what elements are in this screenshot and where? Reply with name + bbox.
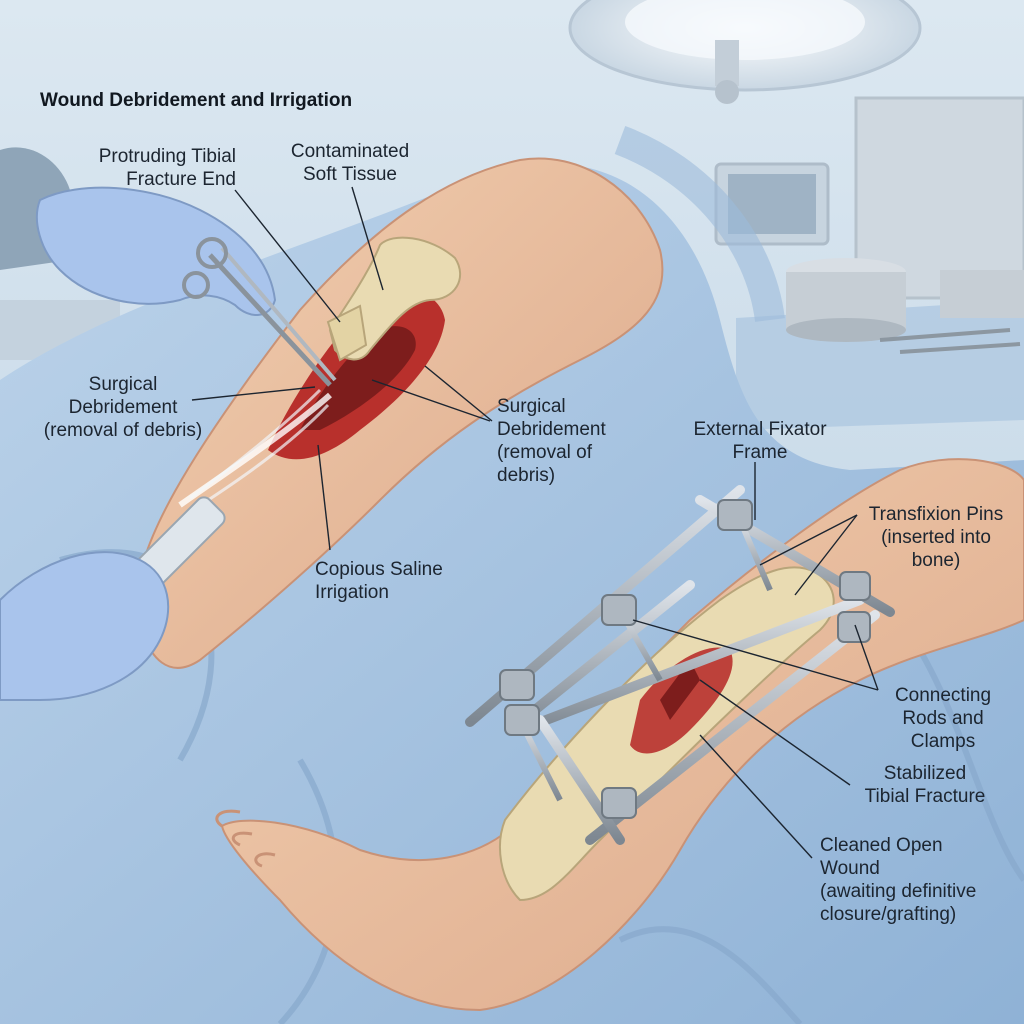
gloved-hand-syringe — [0, 496, 226, 701]
surgical-lamp — [568, 0, 922, 104]
label-stabilized-tibial-fracture: Stabilized Tibial Fracture — [864, 763, 986, 807]
label-cleaned-open-wound: Cleaned Open Wound (awaiting definitive … — [820, 835, 977, 925]
label-external-fixator-frame: External Fixator Frame — [693, 419, 827, 463]
label-surgical-debridement-right: Surgical Debridement (removal of debris) — [497, 396, 606, 486]
instrument-table-background — [736, 258, 1024, 430]
label-saline-irrigation: Copious Saline Irrigation — [315, 559, 443, 603]
label-transfixion-pins: Transfixion Pins (inserted into bone) — [868, 504, 1004, 571]
label-contaminated-soft-tissue: Contaminated Soft Tissue — [290, 141, 410, 185]
label-protruding-fracture-end: Protruding Tibial Fracture End — [98, 146, 236, 190]
gloved-hand-forceps — [0, 147, 337, 387]
fixator-clamps — [499, 499, 871, 819]
upper-leg — [135, 157, 664, 669]
label-surgical-debridement-left: Surgical Debridement (removal of debris) — [43, 374, 203, 441]
diagram-title: Wound Debridement and Irrigation — [40, 90, 353, 111]
leader-lines — [191, 186, 879, 859]
label-connecting-rods-clamps: Connecting Rods and Clamps — [894, 685, 992, 752]
